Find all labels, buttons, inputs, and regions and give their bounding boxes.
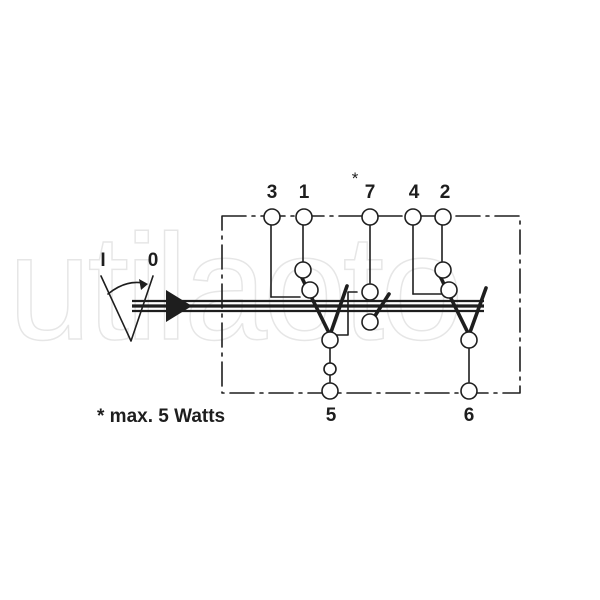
indicator-lamp-circle [323,362,337,376]
terminal-4-circle [404,208,422,226]
position-label-off: 0 [147,250,159,271]
contact-point-1 [294,261,312,279]
terminal-5-circle [321,382,339,400]
position-arc-arrow [107,281,144,295]
terminal-2-circle [434,208,452,226]
terminal-label-1: 1 [298,182,310,203]
position-label-on: I [100,250,106,271]
terminal-label-7: 7 [364,182,376,203]
contact-point-3 [301,281,319,299]
terminal-6-circle [460,382,478,400]
terminal-label-3: 3 [266,182,278,203]
contact-point-2 [434,261,452,279]
rocker-lever-icon [100,275,154,342]
pivot-left [321,331,339,349]
terminal-3-circle [263,208,281,226]
terminal-1-circle [295,208,313,226]
contact-point-4 [440,281,458,299]
footnote-max-watts: * max. 5 Watts [97,406,226,427]
contact-point-7-upper [361,283,379,301]
terminal-7-circle [361,208,379,226]
terminal-label-5: 5 [325,405,337,426]
pivot-right [460,331,478,349]
asterisk-mark: * [351,169,359,188]
shaft-arrowhead-icon [166,290,192,322]
contact-point-7-lower [361,313,379,331]
wire-bridge-7 [329,291,358,336]
terminal-label-2: 2 [439,182,451,203]
terminal-label-6: 6 [463,405,475,426]
terminal-label-4: 4 [408,182,420,203]
